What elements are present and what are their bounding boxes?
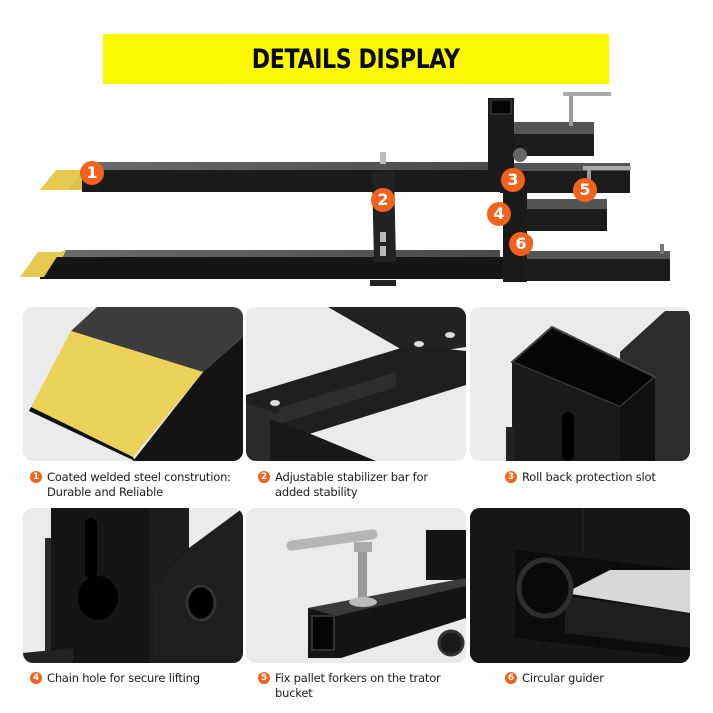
feature-caption-3: 3 Roll back protection slot — [505, 470, 695, 485]
caption-badge-5: 5 — [258, 672, 270, 684]
caption-line: Coated welded steel constrution: — [47, 470, 231, 484]
feature-caption-1: 1 Coated welded steel constrution:Durabl… — [30, 470, 245, 500]
feature-image-2-stabilizer-bar — [246, 307, 466, 461]
callout-badge-3: 3 — [501, 168, 525, 192]
callout-badge-6: 6 — [509, 232, 533, 256]
callout-badge-4: 4 — [487, 202, 511, 226]
feature-image-5-clamp-bolt — [246, 508, 466, 663]
callout-badge-2: 2 — [371, 188, 395, 212]
title-banner: DETAILS DISPLAY — [103, 34, 609, 84]
caption-line: Fix pallet forkers on the trator — [275, 671, 441, 685]
banner-title: DETAILS DISPLAY — [252, 43, 460, 75]
feature-caption-6: 6 Circular guider — [505, 671, 695, 686]
caption-line: Chain hole for secure lifting — [47, 671, 200, 685]
caption-line: Durable and Reliable — [47, 485, 163, 499]
caption-badge-3: 3 — [505, 471, 517, 483]
caption-line: bucket — [275, 686, 313, 700]
caption-line: added stability — [275, 485, 358, 499]
caption-line: Circular guider — [522, 671, 604, 685]
feature-image-6-circular-guider — [470, 508, 690, 663]
caption-badge-2: 2 — [258, 471, 270, 483]
hero-product-image: 1 2 3 4 5 6 — [0, 88, 713, 293]
caption-badge-4: 4 — [30, 672, 42, 684]
caption-line: Adjustable stabilizer bar for — [275, 470, 428, 484]
pallet-fork-illustration — [20, 92, 670, 286]
feature-caption-4: 4 Chain hole for secure lifting — [30, 671, 245, 686]
feature-image-3-roll-back-slot — [470, 307, 690, 461]
callout-badge-1: 1 — [80, 161, 104, 185]
caption-badge-1: 1 — [30, 471, 42, 483]
callout-badge-5: 5 — [573, 178, 597, 202]
feature-image-4-chain-hole — [23, 508, 243, 663]
caption-badge-6: 6 — [505, 672, 517, 684]
caption-line: Roll back protection slot — [522, 470, 656, 484]
feature-image-1-fork-tip — [23, 307, 243, 461]
